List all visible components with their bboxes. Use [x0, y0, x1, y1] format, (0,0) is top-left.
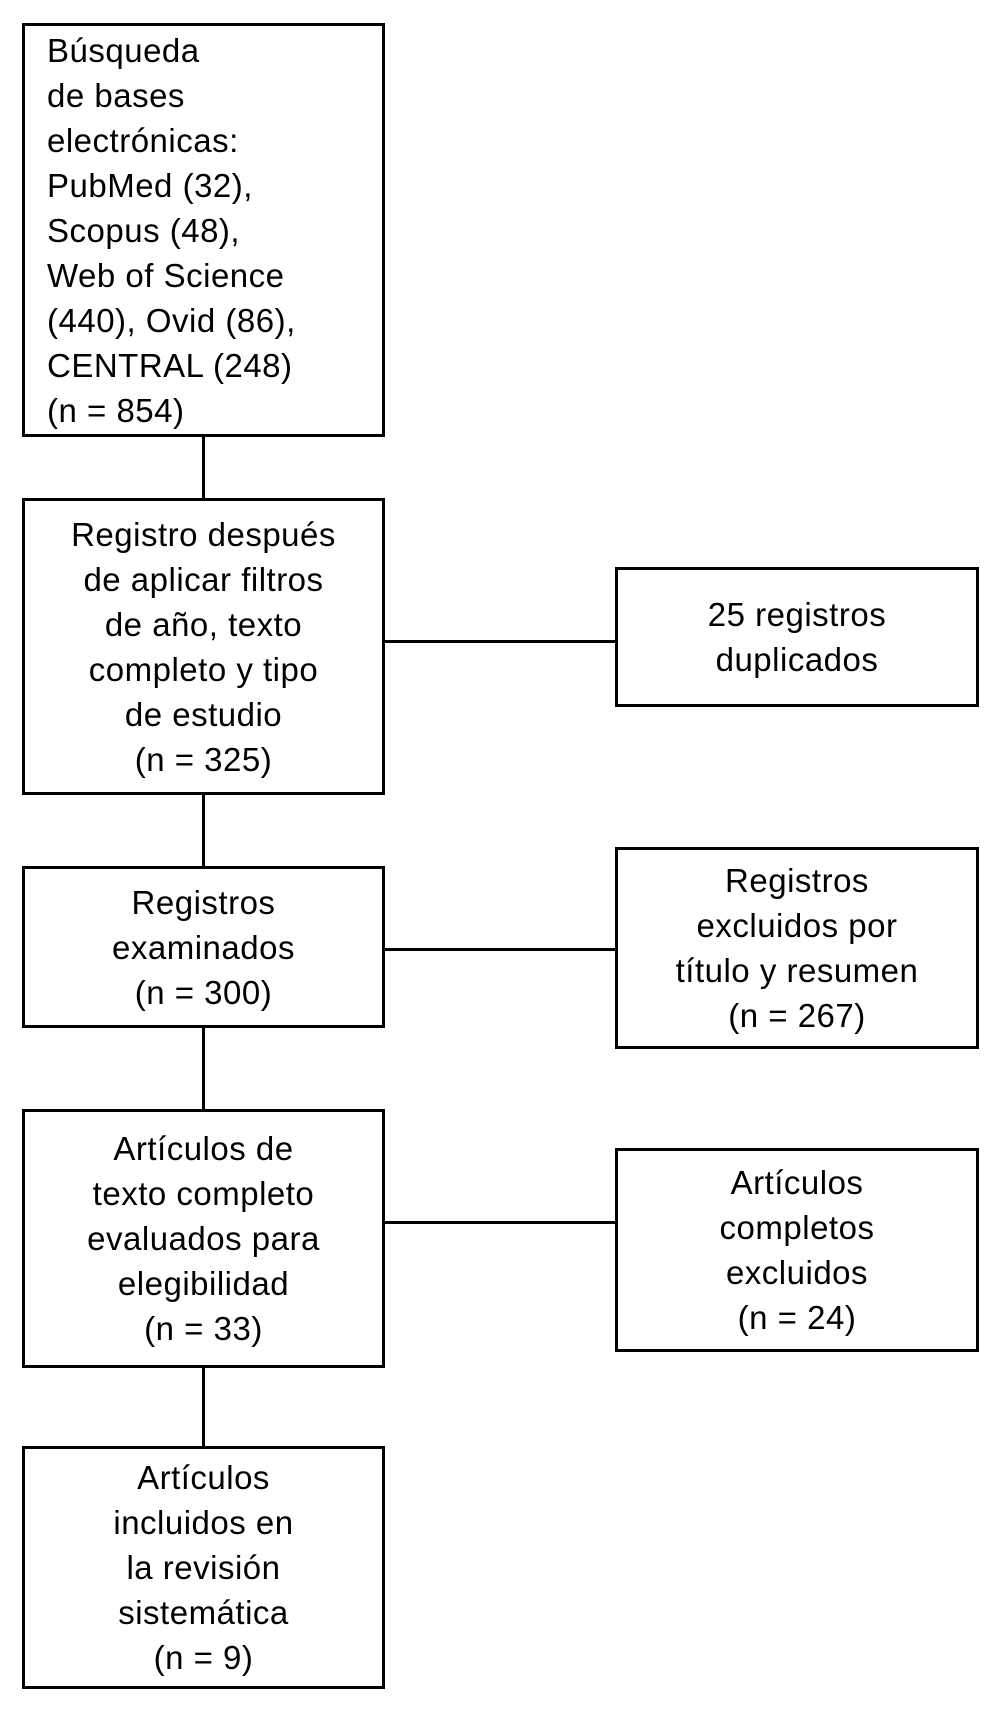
box-database-search: Búsqueda de bases electrónicas: PubMed (… — [22, 23, 385, 437]
box-records-after-filters: Registro después de aplicar filtros de a… — [22, 498, 385, 795]
connector-screened-to-excluded-title — [385, 948, 615, 951]
box-included-in-review-text: Artículos incluidos en la revisión siste… — [113, 1459, 294, 1676]
box-duplicate-records-text: 25 registros duplicados — [707, 596, 887, 678]
box-database-search-text: Búsqueda de bases electrónicas: PubMed (… — [47, 31, 296, 429]
connector-fulltext-to-excluded-fulltext — [385, 1221, 615, 1224]
box-excluded-title-abstract: Registros excluidos por título y resumen… — [615, 847, 979, 1049]
connector-search-to-filtered — [202, 437, 205, 498]
box-excluded-title-abstract-text: Registros excluidos por título y resumen… — [675, 862, 919, 1034]
connector-filtered-to-duplicates — [385, 640, 615, 643]
connector-screened-to-fulltext — [202, 1028, 205, 1109]
box-duplicate-records: 25 registros duplicados — [615, 567, 979, 707]
box-records-screened: Registros examinados (n = 300) — [22, 866, 385, 1028]
box-fulltext-excluded-text: Artículos completos excluidos (n = 24) — [719, 1164, 875, 1336]
box-fulltext-assessed-text: Artículos de texto completo evaluados pa… — [87, 1130, 320, 1347]
connector-fulltext-to-included — [202, 1368, 205, 1446]
box-records-after-filters-text: Registro después de aplicar filtros de a… — [71, 515, 336, 778]
connector-filtered-to-screened — [202, 795, 205, 866]
box-records-screened-text: Registros examinados (n = 300) — [112, 883, 295, 1011]
box-fulltext-excluded: Artículos completos excluidos (n = 24) — [615, 1148, 979, 1352]
box-included-in-review: Artículos incluidos en la revisión siste… — [22, 1446, 385, 1689]
box-fulltext-assessed: Artículos de texto completo evaluados pa… — [22, 1109, 385, 1368]
